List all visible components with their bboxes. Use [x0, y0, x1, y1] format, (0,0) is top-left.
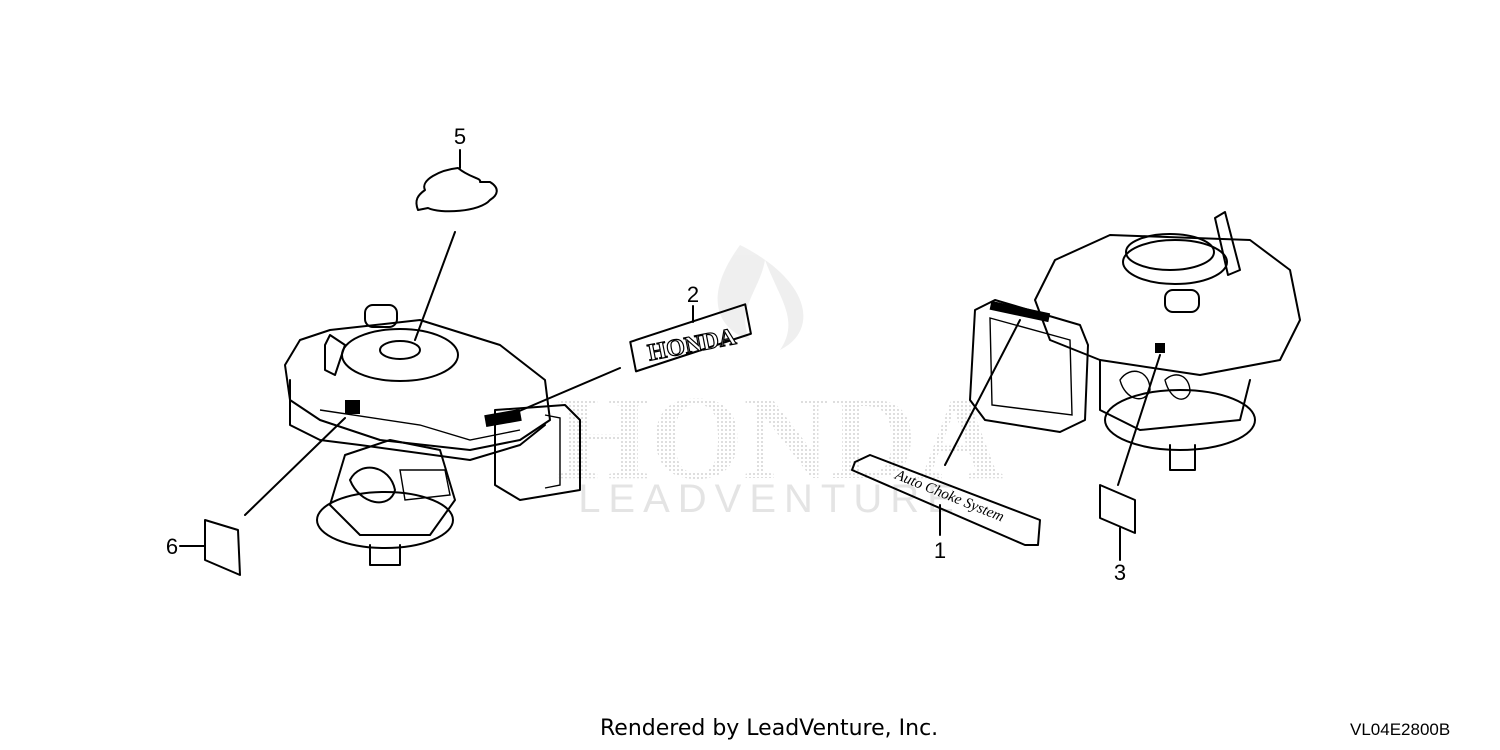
part-5-label-shape	[415, 167, 498, 213]
right-decal-spot-1	[989, 300, 1051, 323]
callout-1: 1	[934, 538, 946, 563]
leader-lines	[179, 149, 1161, 561]
right-engine-illustration	[969, 211, 1301, 471]
watermark-brand: HONDA	[557, 371, 1004, 504]
honda-decal-text: HONDA	[646, 324, 739, 367]
callout-2: 2	[687, 282, 699, 307]
right-decal-spot-3	[1155, 343, 1165, 353]
watermark: HONDA LEADVENTURE	[557, 245, 1004, 521]
left-decal-spot-6	[345, 400, 360, 414]
watermark-flame-icon	[717, 245, 804, 350]
callout-6: 6	[166, 534, 178, 559]
watermark-sub: LEADVENTURE	[578, 477, 962, 521]
diagram-code: VL04E2800B	[1350, 720, 1451, 739]
callout-3: 3	[1114, 560, 1126, 585]
part-6-square-label	[204, 519, 241, 576]
left-engine-illustration	[284, 304, 581, 566]
part-3-square-label	[1099, 484, 1136, 534]
callout-5: 5	[454, 124, 466, 149]
render-credit: Rendered by LeadVenture, Inc.	[600, 716, 939, 741]
